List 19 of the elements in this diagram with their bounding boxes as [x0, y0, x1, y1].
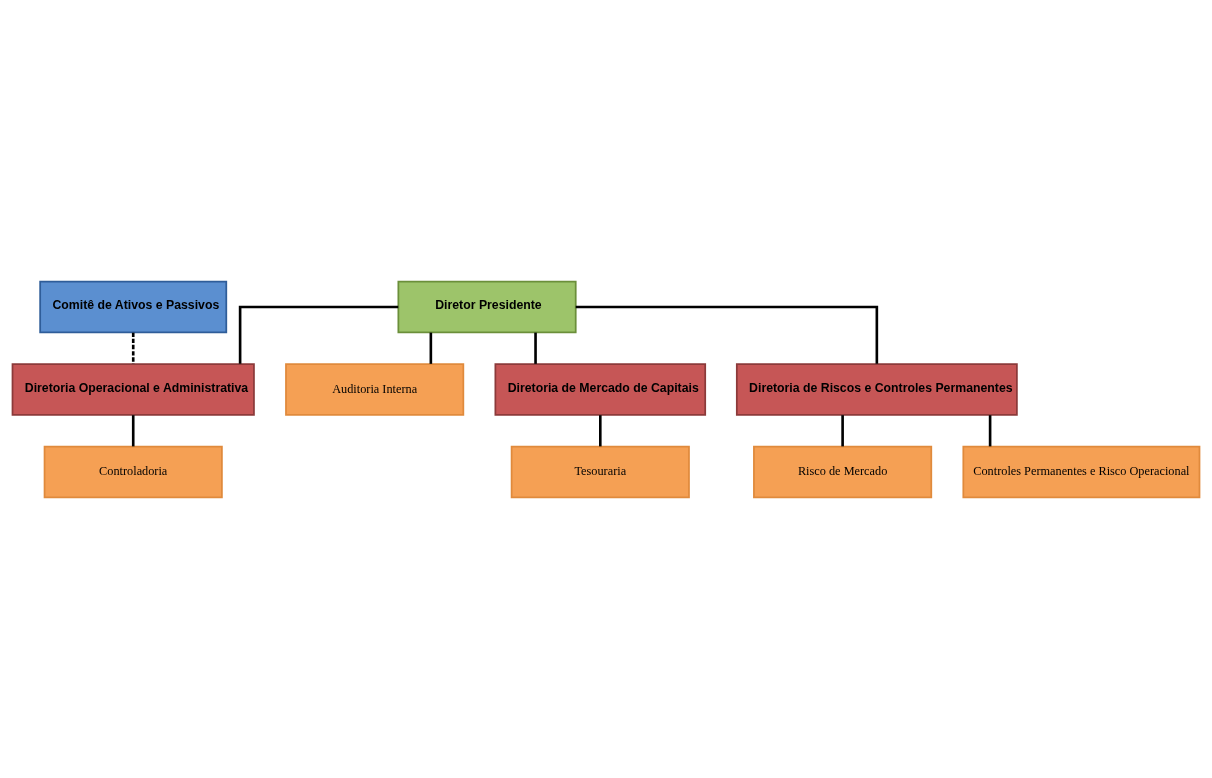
- connector: [988, 414, 992, 446]
- node-box: Tesouraria: [510, 445, 690, 498]
- node-box: Controles Permanentes e Risco Operacional: [962, 445, 1201, 498]
- node-box: Auditoria Interna: [285, 362, 465, 416]
- connector: [429, 332, 433, 364]
- connector: [598, 414, 602, 446]
- connector: [841, 414, 844, 446]
- connector: [131, 414, 135, 446]
- connector: [534, 332, 537, 364]
- node-box: Diretoria Operacional e Administrativa: [11, 362, 255, 416]
- node-box: Diretoria de Riscos e Controles Permanentes: [735, 362, 1018, 416]
- connector: [238, 305, 399, 364]
- node-box: Risco de Mercado: [753, 445, 933, 498]
- node-box: Controladoria: [43, 445, 223, 498]
- connector: [575, 305, 879, 364]
- node-box: Comitê de Ativos e Passivos: [39, 280, 228, 333]
- node-box: Diretor Presidente: [397, 280, 577, 333]
- node-box: Diretoria de Mercado de Capitais: [494, 362, 707, 416]
- connector: [131, 332, 135, 364]
